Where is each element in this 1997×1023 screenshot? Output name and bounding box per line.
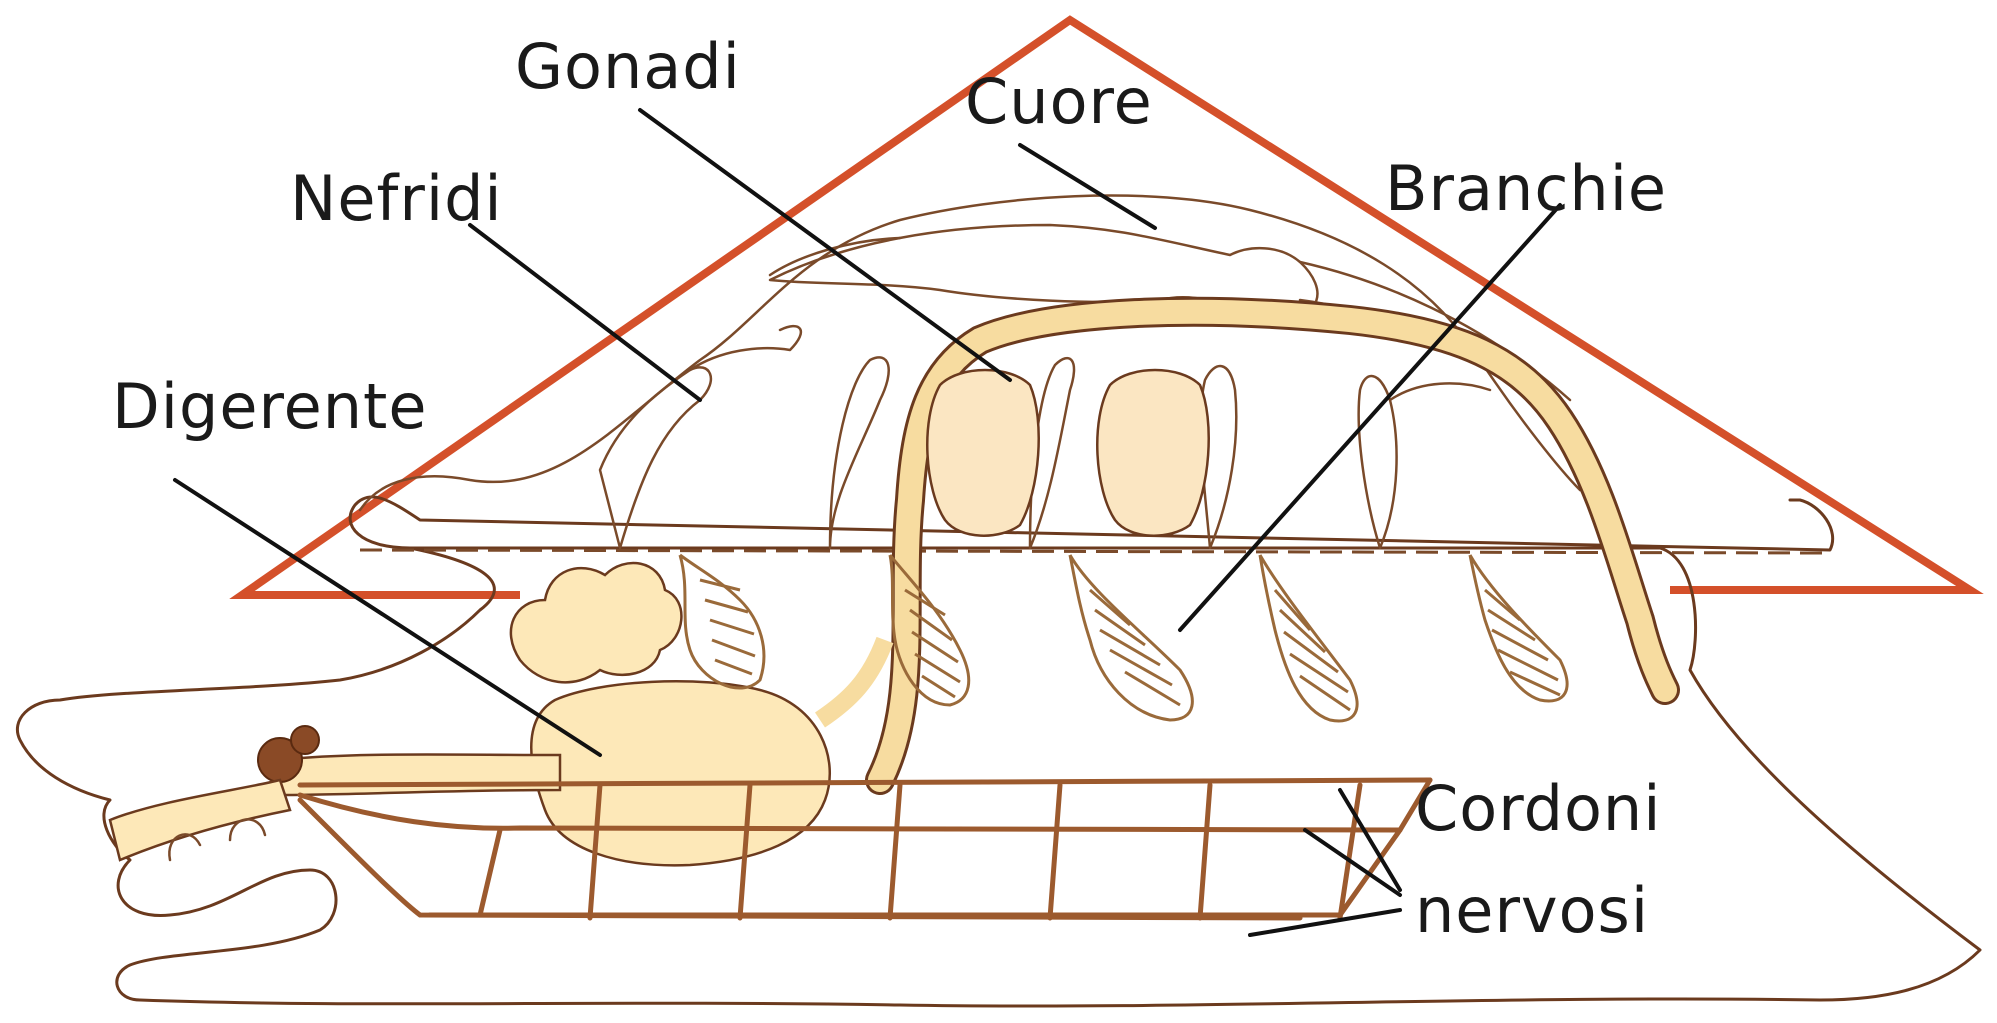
label-branchie: Branchie — [1385, 152, 1667, 225]
snout — [110, 780, 290, 860]
label-digerente: Digerente — [112, 370, 428, 443]
gills — [680, 555, 1567, 721]
heart-vessel-3 — [770, 238, 900, 275]
esophagus — [280, 754, 560, 795]
label-nervosi: nervosi — [1415, 874, 1649, 947]
stomach-to-intestine — [820, 640, 885, 720]
label-cordoni: Cordoni — [1415, 772, 1661, 845]
pointer-gonadi — [640, 110, 1010, 380]
mouth-knob-2 — [291, 726, 319, 754]
label-nefridi: Nefridi — [290, 162, 503, 235]
tentacle-curl — [169, 834, 200, 860]
stomach — [531, 681, 830, 865]
nephridia — [600, 326, 1490, 548]
nerve-cords — [300, 780, 1430, 918]
digestive-gland — [511, 563, 682, 682]
label-cuore: Cuore — [965, 65, 1153, 138]
pointer-nefridi — [470, 225, 700, 400]
pointer-cuore — [1020, 145, 1155, 228]
label-gonadi: Gonadi — [515, 30, 741, 103]
